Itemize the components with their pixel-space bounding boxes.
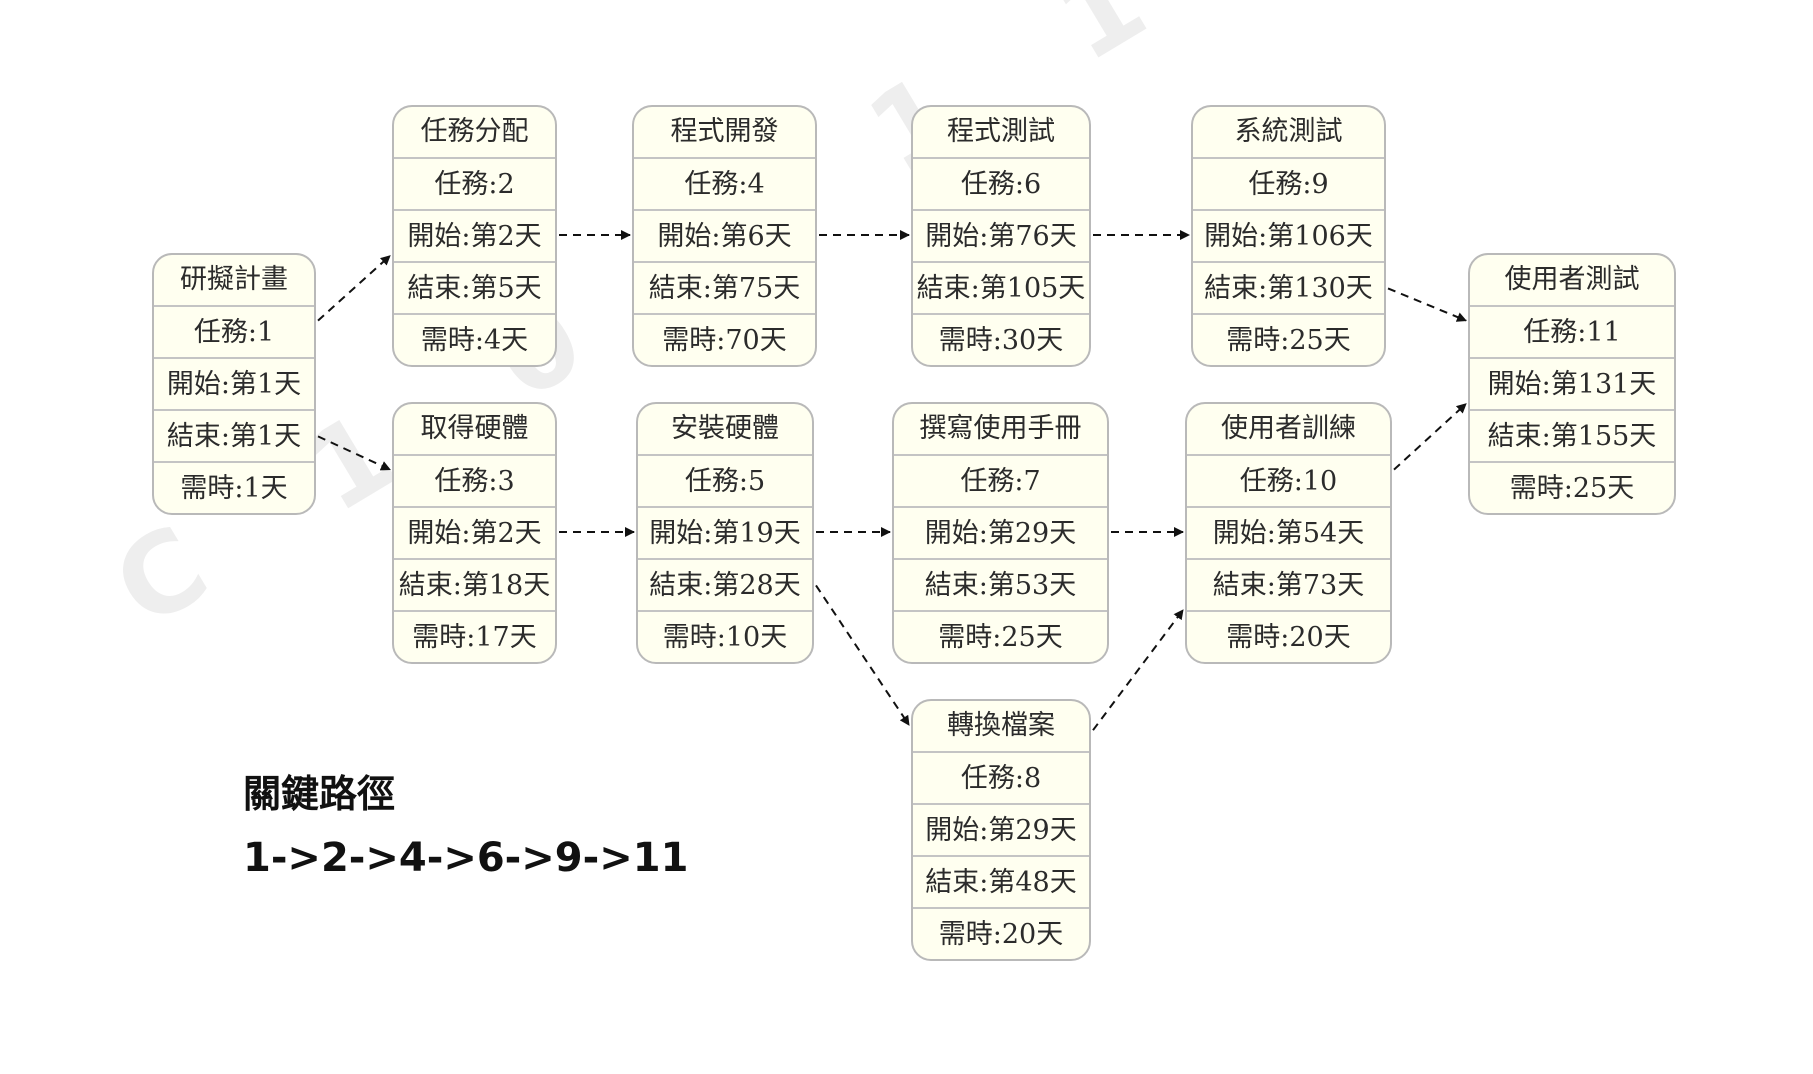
task-end: 結束:第155天: [1470, 409, 1674, 461]
task-duration: 需時:20天: [913, 907, 1089, 959]
task-duration: 需時:25天: [1470, 461, 1674, 513]
task-name: 研擬計畫: [180, 264, 288, 295]
task-id: 任務:10: [1187, 454, 1390, 506]
task-end: 結束:第28天: [638, 558, 812, 610]
task-start: 開始:第2天: [394, 506, 555, 558]
task-name: 使用者訓練: [1221, 413, 1356, 444]
task-node-1: 研擬計畫 任務:1 開始:第1天 結束:第1天 需時:1天: [152, 253, 316, 515]
task-start: 開始:第29天: [894, 506, 1107, 558]
task-duration: 需時:70天: [634, 313, 815, 365]
task-id: 任務:9: [1193, 157, 1384, 209]
task-start: 開始:第19天: [638, 506, 812, 558]
task-duration: 需時:4天: [394, 313, 555, 365]
task-node-4: 程式開發 任務:4 開始:第6天 結束:第75天 需時:70天: [632, 105, 817, 367]
task-id: 任務:3: [394, 454, 555, 506]
task-node-5: 安裝硬體 任務:5 開始:第19天 結束:第28天 需時:10天: [636, 402, 814, 664]
task-name: 系統測試: [1234, 116, 1343, 147]
task-id: 任務:11: [1470, 305, 1674, 357]
arrow-t1-t2: [317, 255, 391, 322]
task-duration: 需時:1天: [154, 461, 314, 513]
task-name: 任務分配: [420, 116, 529, 147]
task-end: 結束:第53天: [894, 558, 1107, 610]
task-duration: 需時:17天: [394, 610, 555, 662]
critical-path-note: 關鍵路徑 1->2->4->6->9->11: [243, 764, 688, 888]
critical-path-sequence: 1->2->4->6->9->11: [243, 835, 689, 881]
task-node-9: 系統測試 任務:9 開始:第106天 結束:第130天 需時:25天: [1191, 105, 1386, 367]
task-node-11: 使用者測試 任務:11 開始:第131天 結束:第155天 需時:25天: [1468, 253, 1676, 515]
task-duration: 需時:25天: [894, 610, 1107, 662]
task-end: 結束:第1天: [154, 409, 314, 461]
critical-path-title: 關鍵路徑: [243, 772, 396, 816]
task-end: 結束:第48天: [913, 855, 1089, 907]
task-start: 開始:第131天: [1470, 357, 1674, 409]
task-node-8: 轉換檔案 任務:8 開始:第29天 結束:第48天 需時:20天: [911, 699, 1091, 961]
arrow-t1-t3: [317, 435, 391, 471]
task-start: 開始:第6天: [634, 209, 815, 261]
task-node-10: 使用者訓練 任務:10 開始:第54天 結束:第73天 需時:20天: [1185, 402, 1392, 664]
task-id: 任務:8: [913, 751, 1089, 803]
task-name: 轉換檔案: [947, 710, 1055, 741]
task-node-3: 取得硬體 任務:3 開始:第2天 結束:第18天 需時:17天: [392, 402, 557, 664]
task-name: 安裝硬體: [671, 413, 779, 444]
task-node-7: 撰寫使用手冊 任務:7 開始:第29天 結束:第53天 需時:25天: [892, 402, 1109, 664]
task-end: 結束:第18天: [394, 558, 555, 610]
task-duration: 需時:20天: [1187, 610, 1390, 662]
task-duration: 需時:30天: [913, 313, 1089, 365]
task-name: 程式測試: [947, 116, 1055, 147]
task-end: 結束:第105天: [913, 261, 1089, 313]
task-start: 開始:第106天: [1193, 209, 1384, 261]
task-node-2: 任務分配 任務:2 開始:第2天 結束:第5天 需時:4天: [392, 105, 557, 367]
task-id: 任務:1: [154, 305, 314, 357]
task-end: 結束:第75天: [634, 261, 815, 313]
task-start: 開始:第54天: [1187, 506, 1390, 558]
task-end: 結束:第5天: [394, 261, 555, 313]
task-id: 任務:6: [913, 157, 1089, 209]
arrow-t10-t11: [1393, 403, 1467, 471]
task-id: 任務:5: [638, 454, 812, 506]
task-start: 開始:第2天: [394, 209, 555, 261]
task-end: 結束:第73天: [1187, 558, 1390, 610]
task-start: 開始:第1天: [154, 357, 314, 409]
task-end: 結束:第130天: [1193, 261, 1384, 313]
task-name: 程式開發: [670, 116, 779, 147]
task-name: 取得硬體: [420, 413, 529, 444]
task-name: 撰寫使用手冊: [919, 413, 1082, 444]
task-duration: 需時:10天: [638, 610, 812, 662]
task-start: 開始:第76天: [913, 209, 1089, 261]
task-name: 使用者測試: [1504, 264, 1640, 295]
task-id: 任務:4: [634, 157, 815, 209]
task-node-6: 程式測試 任務:6 開始:第76天 結束:第105天 需時:30天: [911, 105, 1091, 367]
task-duration: 需時:25天: [1193, 313, 1384, 365]
task-id: 任務:2: [394, 157, 555, 209]
task-start: 開始:第29天: [913, 803, 1089, 855]
task-id: 任務:7: [894, 454, 1107, 506]
arrow-t9-t11: [1387, 287, 1467, 322]
arrow-t8-t10: [1092, 609, 1184, 731]
